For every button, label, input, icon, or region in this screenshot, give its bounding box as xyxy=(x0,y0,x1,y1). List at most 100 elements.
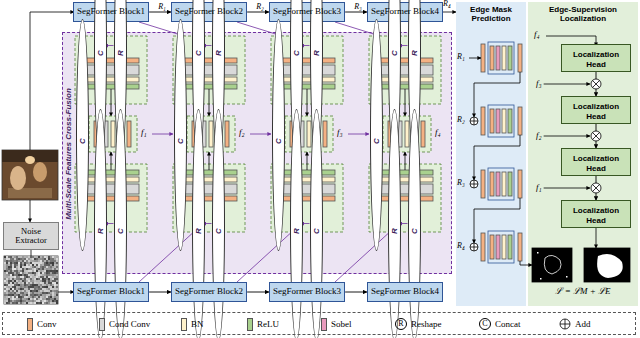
noise-pixel xyxy=(22,260,24,262)
noise-pixel xyxy=(30,300,32,302)
noise-pixel xyxy=(10,302,12,304)
noise-pixel xyxy=(46,278,48,280)
noise-pixel xyxy=(12,282,14,284)
noise-pixel xyxy=(18,264,20,266)
relu-bar xyxy=(508,46,512,70)
noise-pixel xyxy=(54,272,56,274)
noise-pixel xyxy=(50,274,52,276)
noise-pixel xyxy=(48,298,50,300)
noise-pixel xyxy=(42,262,44,264)
operator-circle: R xyxy=(192,109,205,338)
noise-pixel xyxy=(16,282,18,284)
legend-swatch xyxy=(27,318,33,331)
encoder-block: SegFormer Block1 xyxy=(73,282,149,302)
noise-pixel xyxy=(52,298,54,300)
conv-bar xyxy=(518,107,522,135)
bn-bar xyxy=(502,235,506,259)
legend-symbol: C xyxy=(479,318,491,330)
noise-pixel xyxy=(44,274,46,276)
localization-head: Localization Head xyxy=(561,96,631,123)
noise-pixel xyxy=(16,292,18,294)
add-symbol xyxy=(560,319,570,329)
noise-pixel xyxy=(46,264,48,266)
noise-pixel xyxy=(20,282,22,284)
input-photo xyxy=(2,150,58,200)
noise-pixel xyxy=(34,258,36,260)
noise-pixel xyxy=(40,276,42,278)
noise-pixel xyxy=(26,298,28,300)
multiply-symbol-stroke xyxy=(593,185,600,192)
noise-pixel xyxy=(40,256,42,258)
noise-pixel xyxy=(28,280,30,282)
add-symbol xyxy=(559,318,571,330)
cond-conv-bar xyxy=(279,65,335,75)
label: R₂ xyxy=(457,116,465,124)
output-wire xyxy=(596,226,597,248)
noise-pixel xyxy=(18,258,20,260)
noise-pixel xyxy=(20,256,22,258)
conv-bar xyxy=(181,58,237,63)
sobel-group-frame xyxy=(488,168,514,200)
noise-pixel xyxy=(44,266,46,268)
noise-pixel xyxy=(28,296,30,298)
noise-pixel xyxy=(48,262,50,264)
noise-pixel xyxy=(10,292,12,294)
module-panel: Edge-Supervision LocalizationLocalizatio… xyxy=(528,2,638,306)
noise-pixel xyxy=(20,300,22,302)
noise-pixel xyxy=(52,296,54,298)
noise-pixel xyxy=(38,274,40,276)
noise-pixel xyxy=(48,256,50,258)
noise-pixel xyxy=(22,292,24,294)
noise-pixel xyxy=(40,258,42,260)
noise-pixel xyxy=(6,262,8,264)
cond-conv-bar xyxy=(181,184,237,194)
noise-pixel xyxy=(20,294,22,296)
noise-pixel xyxy=(10,262,12,264)
noise-pixel xyxy=(18,260,20,262)
relu-bar xyxy=(508,235,512,259)
sobel-bar xyxy=(496,46,500,70)
noise-pixel xyxy=(42,264,44,266)
noise-pixel xyxy=(14,272,16,274)
noise-pixel xyxy=(24,258,26,260)
noise-pixel xyxy=(46,256,48,258)
noise-pixel xyxy=(24,290,26,292)
node-text: SegFormer Block4 xyxy=(371,287,439,297)
noise-pixel xyxy=(46,282,48,284)
noise-pixel xyxy=(34,274,36,276)
noise-pixel xyxy=(30,268,32,270)
bn-bar xyxy=(502,172,506,196)
noise-pixel xyxy=(6,260,8,262)
noise-pixel xyxy=(16,290,18,292)
noise-pixel xyxy=(8,256,10,258)
noise-pixel xyxy=(16,268,18,270)
noise-pixel xyxy=(16,300,18,302)
edge-mask-outline xyxy=(544,255,561,274)
noise-pixel xyxy=(34,266,36,268)
noise-pixel xyxy=(34,294,36,296)
noise-pixel xyxy=(48,276,50,278)
noise-pixel xyxy=(38,266,40,268)
noise-pixel xyxy=(22,258,24,260)
input-wire xyxy=(30,200,31,222)
encoder-block: SegFormer Block4 xyxy=(367,282,443,302)
noise-pixel xyxy=(30,290,32,292)
bn-bar xyxy=(279,177,335,182)
noise-pixel xyxy=(30,256,32,258)
label: C xyxy=(482,320,487,328)
noise-pixel xyxy=(10,278,12,280)
legend-item: Add xyxy=(559,317,591,331)
noise-pixel xyxy=(42,266,44,268)
noise-pixel xyxy=(18,284,20,286)
noise-pixel xyxy=(42,286,44,288)
encoder-block: SegFormer Block2 xyxy=(171,2,247,22)
noise-pixel xyxy=(28,300,30,302)
noise-pixel xyxy=(24,272,26,274)
noise-pixel xyxy=(40,290,42,292)
add-symbol-stroke xyxy=(474,117,475,125)
operator-circle: C xyxy=(408,109,421,338)
noise-pixel xyxy=(22,288,24,290)
node-text: Localization Head xyxy=(565,203,627,224)
legend-box: ConvCond ConvBNReLUSobelRReshapeCConcatA… xyxy=(2,312,636,335)
noise-pixel xyxy=(56,272,58,274)
